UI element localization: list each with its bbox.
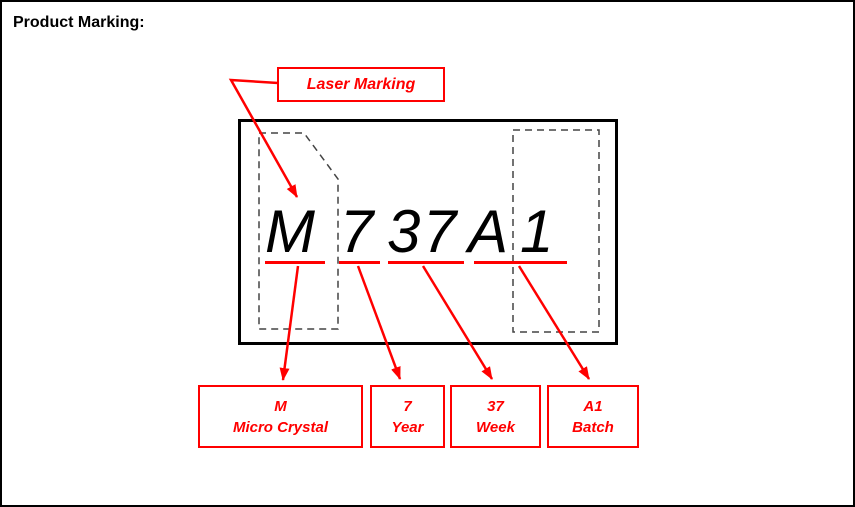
marking-char-a: A bbox=[468, 198, 509, 265]
callout-micro-crystal-code: M bbox=[274, 397, 287, 415]
callout-week-meaning: Week bbox=[476, 418, 515, 436]
callout-micro-crystal: M Micro Crystal bbox=[198, 385, 363, 448]
marking-char-m: M bbox=[265, 198, 315, 265]
underline-group-week bbox=[388, 261, 464, 264]
marking-char-1: 1 bbox=[520, 198, 554, 265]
callout-week: 37 Week bbox=[450, 385, 541, 448]
underline-group-year bbox=[339, 261, 380, 264]
callout-micro-crystal-meaning: Micro Crystal bbox=[232, 418, 329, 436]
callout-year: 7 Year bbox=[370, 385, 445, 448]
laser-marking-callout: Laser Marking bbox=[277, 67, 445, 102]
page-title: Product Marking: bbox=[13, 14, 145, 31]
laser-marking-label: Laser Marking bbox=[306, 75, 416, 93]
callout-batch: A1 Batch bbox=[547, 385, 639, 448]
marking-char-7a: 7 bbox=[340, 198, 374, 265]
callout-year-meaning: Year bbox=[391, 418, 424, 436]
underline-group-m bbox=[265, 261, 325, 264]
underline-group-batch bbox=[474, 261, 567, 264]
marking-char-7b: 7 bbox=[423, 198, 457, 265]
callout-year-code: 7 bbox=[403, 397, 412, 415]
marking-char-3: 3 bbox=[387, 198, 421, 265]
callout-week-code: 37 bbox=[487, 397, 504, 415]
callout-batch-code: A1 bbox=[583, 397, 603, 415]
callout-batch-meaning: Batch bbox=[572, 418, 614, 436]
